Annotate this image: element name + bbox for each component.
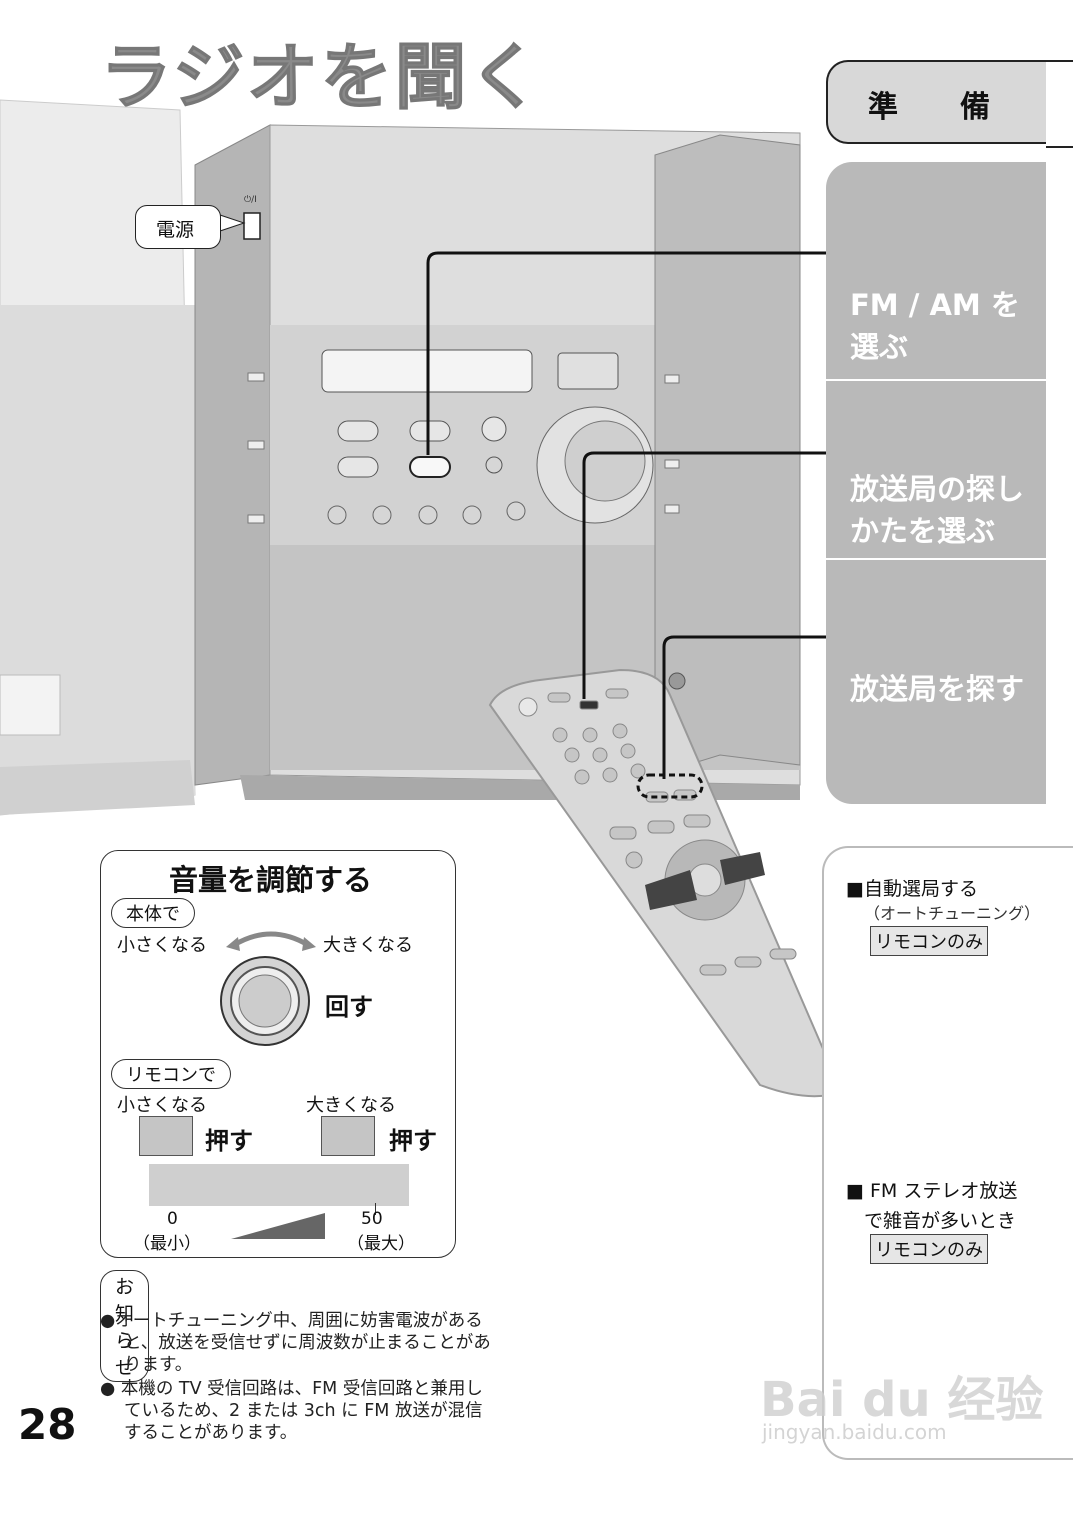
smaller-label-2: 小さくなる xyxy=(117,1095,207,1116)
notice-bullet-2: ● 本機の TV 受信回路は、FM 受信回路と兼用し ているため、2 または 3… xyxy=(100,1378,520,1444)
note-fm-heading-2: で雑音が多いとき xyxy=(864,1210,1017,1232)
turn-label: 回す xyxy=(325,993,373,1021)
page-number: 28 xyxy=(18,1400,77,1449)
remote-only-badge: リモコンのみ xyxy=(870,926,988,956)
larger-label-2: 大きくなる xyxy=(306,1095,396,1116)
notice-line: ● 本機の TV 受信回路は、FM 受信回路と兼用し xyxy=(100,1379,483,1399)
tab-prep-label: 準 備 xyxy=(868,90,1006,125)
tab-prep: 準 備 xyxy=(826,60,1048,144)
notice-bullet-1: ●オートチューニング中、周囲に妨害電波がある と、放送を受信せずに周波数が止まる… xyxy=(100,1310,520,1376)
remote-pill: リモコンで xyxy=(111,1059,231,1089)
volume-down-button xyxy=(139,1116,193,1156)
volume-knob-icon xyxy=(220,956,310,1046)
volume-box: 音量を調節する 本体で 小さくなる 大きくなる 回す リモコンで 小さくなる 大… xyxy=(100,850,456,1258)
tab-method-line1: 放送局の探し xyxy=(850,472,1025,506)
tabs-main: FM / AM を 選ぶ 放送局の探し かたを選ぶ 放送局を探す xyxy=(826,162,1073,804)
volume-scale-bar xyxy=(149,1164,409,1206)
power-callout: 電源 xyxy=(135,205,221,249)
remote-only-badge: リモコンのみ xyxy=(870,1234,988,1264)
watermark-url: jingyan.baidu.com xyxy=(762,1420,947,1444)
volume-up-button xyxy=(321,1116,375,1156)
rotate-arrow-icon xyxy=(226,931,316,951)
watermark-logo: Bai du 经验 xyxy=(760,1372,1044,1428)
power-callout-label: 電源 xyxy=(156,219,195,241)
max-value: 50 xyxy=(361,1209,383,1229)
larger-label: 大きくなる xyxy=(323,935,413,956)
press-label-right: 押す xyxy=(389,1127,437,1155)
notice-line: することがあります。 xyxy=(124,1423,298,1443)
min-value: 0 xyxy=(167,1209,178,1229)
smaller-label: 小さくなる xyxy=(117,935,207,956)
note-auto-sub: （オートチューニング） xyxy=(864,904,1041,923)
stereo-illustration xyxy=(0,99,830,1098)
tab-fm-am: FM / AM を 選ぶ xyxy=(850,284,1020,368)
tab-fm-am-line2: 選ぶ xyxy=(850,330,909,364)
notice-line: ります。 xyxy=(124,1355,193,1375)
volume-ramp-icon xyxy=(231,1213,325,1239)
note-auto-heading: ■自動選局する xyxy=(846,878,978,900)
notice-pill: お知らせ xyxy=(100,1270,150,1382)
notes-panel: ■自動選局する （オートチューニング） リモコンのみ ■ FM ステレオ放送 で… xyxy=(822,846,1073,1460)
volume-title: 音量を調節する xyxy=(169,863,373,897)
max-label: （最大） xyxy=(347,1234,415,1254)
note-fm-heading-1: ■ FM ステレオ放送 xyxy=(846,1180,1018,1202)
min-label: （最小） xyxy=(133,1234,201,1254)
tab-search: 放送局を探す xyxy=(850,672,1025,706)
page-title: ラジオを聞く xyxy=(100,35,543,120)
scale-tick xyxy=(375,1203,376,1215)
notice-line: ているため、2 または 3ch に FM 放送が混信 xyxy=(124,1401,483,1421)
tab-fm-am-line1: FM / AM を xyxy=(850,288,1020,322)
tab-method-line2: かたを選ぶ xyxy=(850,514,996,548)
notice-line: と、放送を受信せずに周波数が止まることがあ xyxy=(124,1333,491,1353)
unit-pill: 本体で xyxy=(111,898,195,928)
press-label-left: 押す xyxy=(205,1127,253,1155)
notice-line: ●オートチューニング中、周囲に妨害電波がある xyxy=(100,1311,483,1331)
tab-method: 放送局の探し かたを選ぶ xyxy=(850,468,1024,552)
power-symbol: ⏻/I xyxy=(244,195,257,205)
